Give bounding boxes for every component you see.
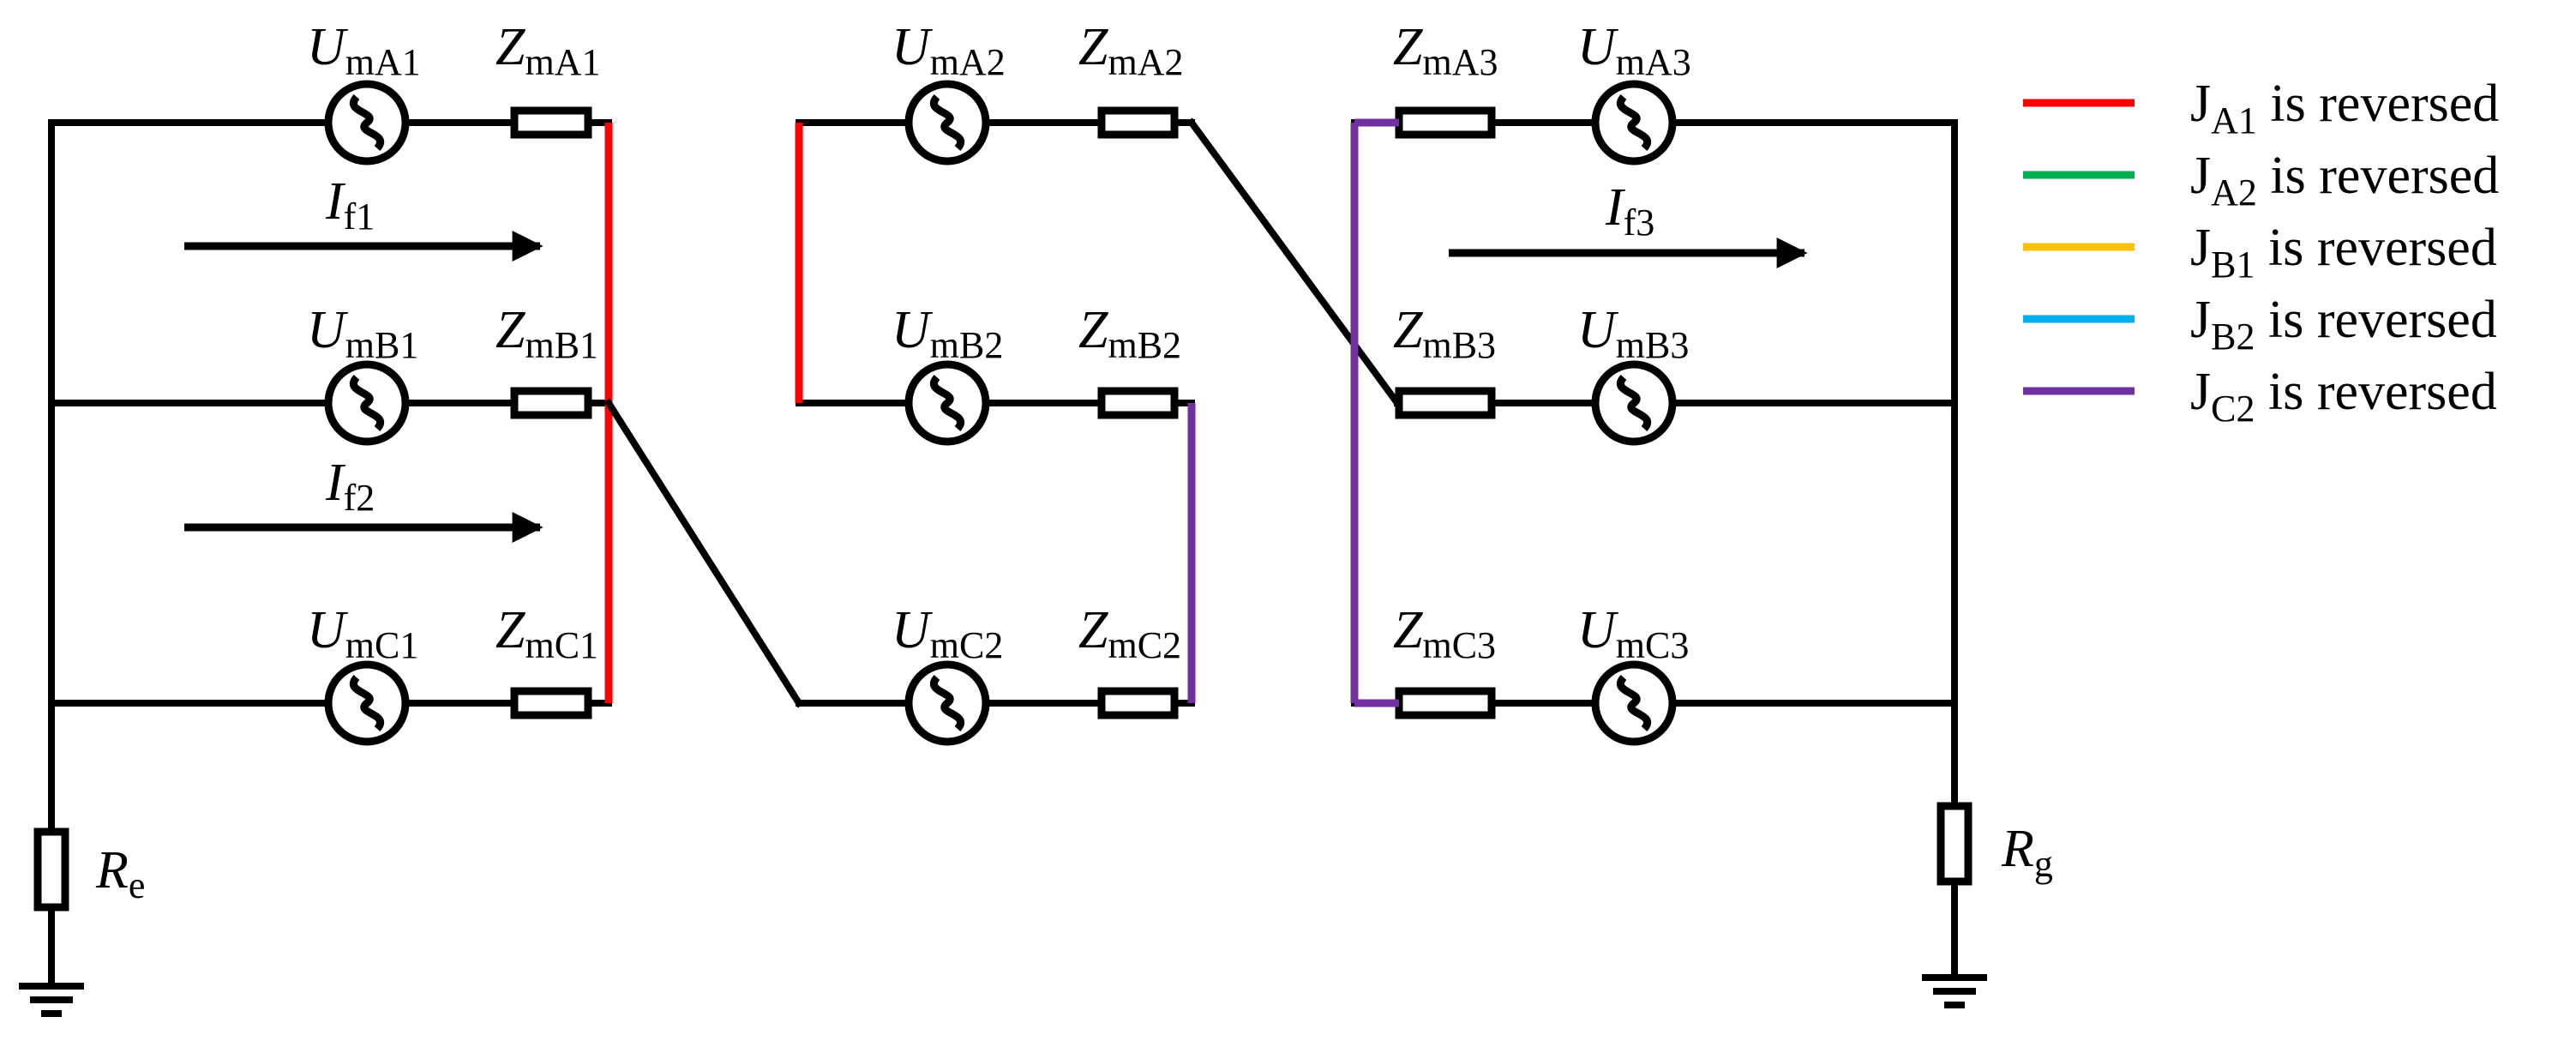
legend-item: JB2 is reversed <box>2023 291 2497 358</box>
label-umA3: UmA3 <box>1577 18 1691 83</box>
legend-label: JA2 is reversed <box>2190 147 2499 214</box>
impedance-icon <box>1395 687 1496 719</box>
legend-item: JA2 is reversed <box>2023 147 2499 214</box>
label-if1: If1 <box>325 172 375 238</box>
group-2: UmA2 ZmA2 UmB2 ZmB2 UmC2 ZmC2 <box>796 18 1195 746</box>
label-umB3: UmB3 <box>1577 301 1689 366</box>
label-umC3: UmC3 <box>1577 601 1689 666</box>
wire-b1-to-c2 <box>603 398 804 708</box>
ac-voltage-source-icon <box>324 360 410 446</box>
impedance-icon <box>510 106 592 139</box>
ac-voltage-source-icon <box>904 360 990 446</box>
label-umB1: UmB1 <box>307 301 418 366</box>
legend-label: JB2 is reversed <box>2190 291 2497 358</box>
impedance-icon <box>1395 106 1496 139</box>
impedance-icon <box>510 687 592 719</box>
legend-item: JC2 is reversed <box>2023 363 2497 430</box>
legend-label: JA1 is reversed <box>2190 75 2499 141</box>
resistor-icon <box>33 827 69 912</box>
ac-voltage-source-icon <box>1591 80 1677 165</box>
label-zmC1: ZmC1 <box>495 601 598 666</box>
label-zmC3: ZmC3 <box>1393 601 1496 666</box>
label-umA2: UmA2 <box>892 18 1006 83</box>
legend-item: JB1 is reversed <box>2023 219 2497 286</box>
ground-icon <box>1922 974 1987 1008</box>
legend-label: JB1 is reversed <box>2190 219 2497 286</box>
ac-voltage-source-icon <box>324 80 410 165</box>
label-rg: Rg <box>2001 820 2053 885</box>
ground-icon <box>19 983 84 1017</box>
ac-voltage-source-icon <box>1591 660 1677 746</box>
label-zmB3: ZmB3 <box>1393 301 1496 366</box>
ac-voltage-source-icon <box>324 660 410 746</box>
label-if3: If3 <box>1605 178 1654 244</box>
label-zmB1: ZmB1 <box>495 301 598 366</box>
label-umA1: UmA1 <box>307 18 421 83</box>
impedance-icon <box>1097 687 1179 719</box>
legend: JA1 is reversed JA2 is reversed JB1 is r… <box>2023 75 2499 430</box>
label-umB2: UmB2 <box>892 301 1003 366</box>
label-zmB2: ZmB2 <box>1078 301 1181 366</box>
ac-voltage-source-icon <box>904 80 990 165</box>
impedance-icon <box>1395 387 1496 419</box>
label-zmC2: ZmC2 <box>1078 601 1181 666</box>
impedance-icon <box>1097 387 1179 419</box>
group-3: ZmA3 UmA3 ZmB3 UmB3 ZmC3 UmC3 If3 Rg <box>1351 18 2053 1008</box>
impedance-icon <box>1097 106 1179 139</box>
group-1: UmA1 ZmA1 UmB1 ZmB1 UmC1 ZmC1 If1 If2 Re <box>19 18 612 1017</box>
legend-label: JC2 is reversed <box>2190 363 2497 430</box>
resistor-icon <box>1937 802 1973 886</box>
legend-item: JA1 is reversed <box>2023 75 2499 141</box>
wire-a2-to-b3 <box>1186 117 1402 408</box>
impedance-icon <box>510 387 592 419</box>
ac-voltage-source-icon <box>1591 360 1677 446</box>
label-zmA2: ZmA2 <box>1078 18 1183 83</box>
label-umC2: UmC2 <box>892 601 1003 666</box>
label-if2: If2 <box>325 454 375 519</box>
label-re: Re <box>95 841 145 906</box>
ac-voltage-source-icon <box>904 660 990 746</box>
label-zmA1: ZmA1 <box>495 18 600 83</box>
label-zmA3: ZmA3 <box>1393 18 1498 83</box>
label-umC1: UmC1 <box>307 601 418 666</box>
